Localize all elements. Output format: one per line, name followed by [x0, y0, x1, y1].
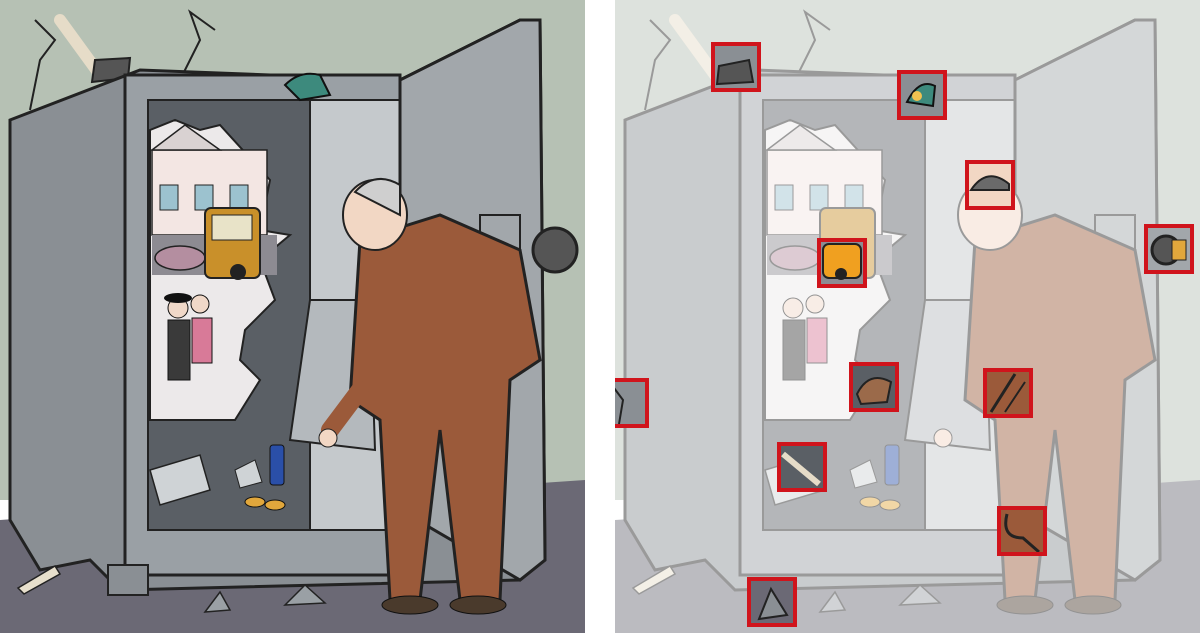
hand [933, 428, 953, 448]
foot-icon [996, 595, 1054, 615]
person [191, 317, 213, 364]
floor-tool-icon [631, 564, 677, 595]
crack-icon [794, 9, 831, 81]
rock [203, 590, 232, 613]
car-window [211, 214, 253, 241]
man [318, 177, 542, 615]
crack-icon [179, 9, 216, 81]
foot-icon [1064, 595, 1122, 615]
person [782, 319, 806, 381]
panel-divider [585, 0, 615, 633]
difference-marker-handle[interactable] [1144, 224, 1194, 274]
debris [234, 459, 263, 489]
foot-icon [449, 595, 507, 615]
difference-marker-foot[interactable] [747, 577, 797, 627]
person-head [782, 297, 804, 319]
axe-handle [669, 14, 721, 81]
window [229, 184, 249, 211]
man [933, 179, 1157, 615]
house [766, 149, 883, 236]
debris [849, 459, 878, 489]
coin [244, 496, 266, 508]
original-scene [0, 0, 585, 633]
difference-marker-leg[interactable] [997, 506, 1047, 556]
spray-can [884, 444, 900, 486]
debris [149, 454, 211, 506]
foot-icon [381, 595, 439, 615]
hat-rock-icon [164, 293, 192, 303]
leg-icon [107, 564, 149, 596]
hand [318, 428, 338, 448]
house-roof [764, 124, 838, 151]
coin [859, 496, 881, 508]
window [194, 184, 214, 211]
difference-marker-hat-rock[interactable] [849, 362, 899, 412]
suit [963, 213, 1157, 602]
window [844, 184, 864, 211]
person [806, 317, 828, 364]
difference-marker-sleeve[interactable] [983, 368, 1033, 418]
head-hair-icon [353, 177, 401, 217]
window [774, 184, 794, 211]
person-head [190, 294, 210, 314]
car-icon [154, 245, 206, 271]
crack-icon [644, 19, 672, 111]
house-roof [149, 124, 223, 151]
dial-icon [531, 226, 579, 274]
lock-plate [1094, 214, 1136, 266]
answer-picture [615, 0, 1200, 633]
wheel [230, 264, 246, 280]
difference-marker-crack[interactable] [777, 442, 827, 492]
window [809, 184, 829, 211]
sleeve-icon [321, 381, 369, 439]
difference-marker-car[interactable] [817, 238, 867, 288]
coin [879, 499, 901, 511]
spray-can [269, 444, 285, 486]
rock [818, 590, 847, 613]
coin [264, 499, 286, 511]
car-icon [769, 245, 821, 271]
original-picture [0, 0, 585, 633]
safe-plate [903, 299, 992, 452]
crack-icon [29, 19, 57, 111]
window [159, 184, 179, 211]
difference-marker-glove[interactable] [897, 70, 947, 120]
person-head [805, 294, 825, 314]
glove-icon [283, 72, 332, 102]
safe-body [623, 18, 1162, 592]
person [167, 319, 191, 381]
difference-marker-head[interactable] [965, 160, 1015, 210]
difference-marker-safe-edge[interactable] [615, 378, 649, 428]
floor-tool-icon [16, 564, 62, 595]
rock [283, 583, 327, 606]
rock [898, 583, 942, 606]
difference-marker-axe[interactable] [711, 42, 761, 92]
